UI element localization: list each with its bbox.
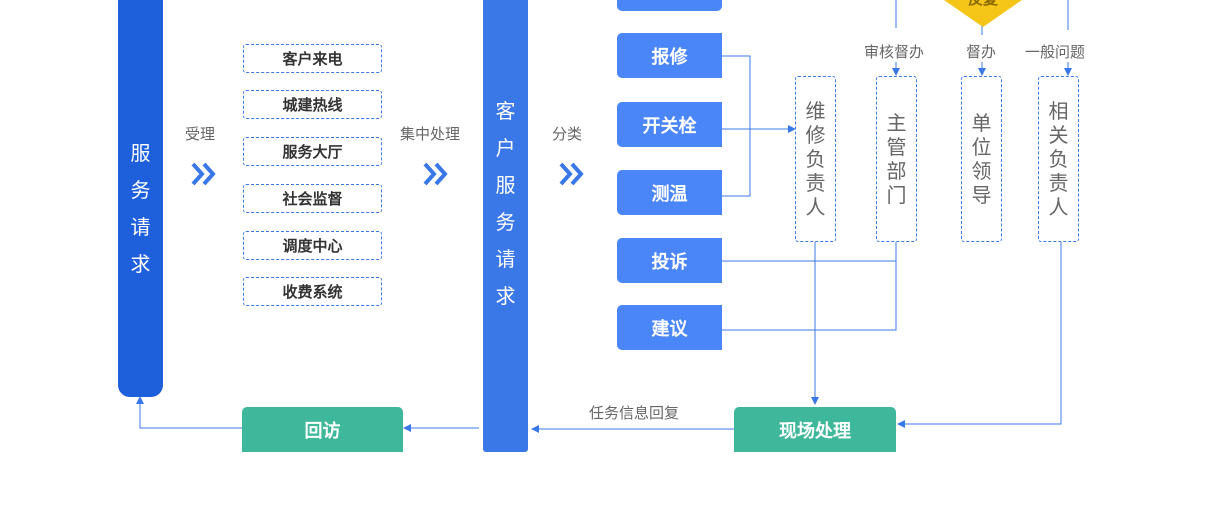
left-bar-char: 服 bbox=[130, 140, 151, 165]
label-general-issue: 一般问题 bbox=[1025, 43, 1086, 61]
channel-box: 收费系统 bbox=[243, 277, 382, 306]
category-valve: 开关栓 bbox=[617, 102, 722, 147]
center-bar-char: 求 bbox=[495, 284, 516, 308]
channel-box: 城建热线 bbox=[243, 90, 382, 119]
center-customer-service-bar: 客 户 服 务 请 求 bbox=[483, 0, 528, 452]
role-maintenance-lead: 维修负责人 bbox=[795, 76, 836, 242]
label-task-feedback: 任务信息回复 bbox=[589, 404, 680, 422]
label-accept: 受理 bbox=[185, 125, 216, 143]
role-responsible-person: 相关负责人 bbox=[1038, 76, 1079, 242]
label-centralize: 集中处理 bbox=[400, 125, 461, 143]
label-classify: 分类 bbox=[552, 125, 583, 143]
responsible-to-onsite bbox=[897, 242, 1062, 428]
role-unit-leader: 单位领导 bbox=[961, 76, 1002, 242]
label-review-supervise: 审核督办 bbox=[864, 43, 925, 61]
top-category-box bbox=[617, 0, 722, 11]
channel-box: 客户来电 bbox=[243, 44, 382, 73]
bracket-line bbox=[722, 55, 751, 197]
category-suggestion: 建议 bbox=[617, 305, 722, 350]
double-chevron-icon bbox=[191, 162, 216, 186]
channel-box: 社会监督 bbox=[243, 184, 382, 213]
double-chevron-icon bbox=[423, 162, 448, 186]
left-bar-char: 请 bbox=[130, 214, 151, 239]
top-diamond bbox=[944, 0, 1022, 27]
double-chevron-icon bbox=[559, 162, 584, 186]
role-supervising-dept: 主管部门 bbox=[876, 76, 917, 242]
revisit-box: 回访 bbox=[242, 407, 403, 452]
diamond-label: 反复 bbox=[958, 0, 1008, 9]
label-supervise: 督办 bbox=[966, 43, 997, 61]
suggestion-line bbox=[722, 261, 897, 331]
complaint-line bbox=[722, 242, 897, 262]
category-repair: 报修 bbox=[617, 33, 722, 78]
category-complaint: 投诉 bbox=[617, 238, 722, 283]
category-temperature: 测温 bbox=[617, 170, 722, 215]
channel-box: 服务大厅 bbox=[243, 137, 382, 166]
left-bar-char: 务 bbox=[130, 177, 151, 202]
center-bar-char: 务 bbox=[495, 210, 516, 234]
center-bar-char: 客 bbox=[495, 99, 516, 123]
left-service-request-bar: 服 务 请 求 bbox=[118, 0, 163, 397]
center-bar-char: 户 bbox=[495, 136, 516, 160]
revisit-to-left bbox=[136, 396, 242, 429]
channel-box: 调度中心 bbox=[243, 231, 382, 260]
center-bar-char: 服 bbox=[495, 173, 516, 197]
left-bar-char: 求 bbox=[130, 251, 151, 276]
center-bar-char: 请 bbox=[495, 247, 516, 271]
onsite-handling-box: 现场处理 bbox=[734, 407, 896, 452]
